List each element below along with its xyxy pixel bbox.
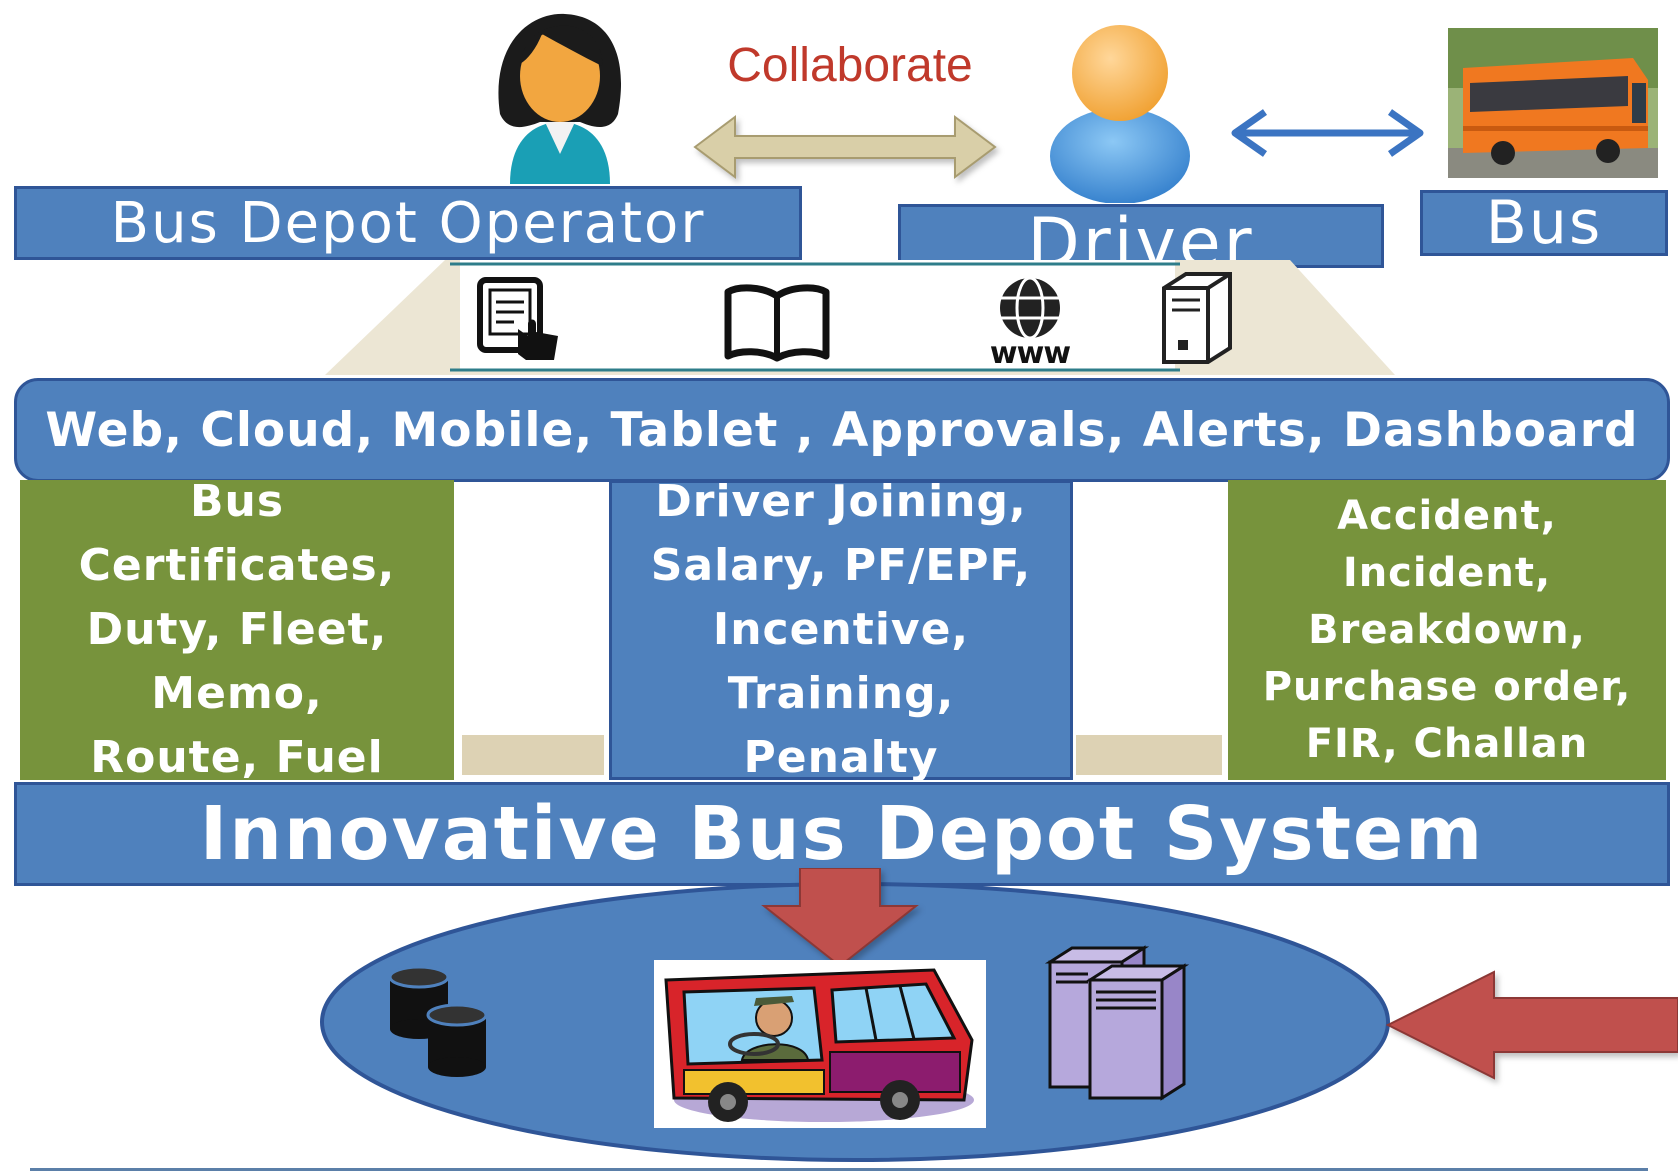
www-label: www [989, 336, 1071, 371]
bus-driver-illustration [654, 960, 986, 1128]
driver-bus-double-arrow-icon [1231, 109, 1424, 157]
top-section: Collaborate [0, 0, 1678, 270]
bottom-divider [30, 1168, 1648, 1171]
bus-module-text: Bus Certificates, Duty, Fleet, Memo, Rou… [78, 476, 396, 783]
down-arrow-icon [761, 868, 919, 968]
bus-text: Bus [1485, 188, 1603, 258]
operator-avatar-icon [498, 13, 622, 184]
left-arrow-icon [1385, 970, 1678, 1080]
document-touch-icon [477, 277, 558, 360]
server-tower-icon [1162, 272, 1232, 364]
driver-avatar-icon [1050, 25, 1190, 203]
platform-backdrop [325, 260, 1395, 775]
driver-label: Driver [898, 204, 1384, 268]
channel-icons: www [0, 270, 1678, 380]
bus-label: Bus [1420, 188, 1668, 258]
database-icon [388, 965, 488, 1077]
bus-depot-operator-label: Bus Depot Operator [14, 186, 802, 260]
channels-text: Web, Cloud, Mobile, Tablet , Approvals, … [45, 402, 1639, 458]
bus-depot-operator-text: Bus Depot Operator [110, 190, 706, 256]
bus-module-column: Bus Certificates, Duty, Fleet, Memo, Rou… [20, 476, 454, 783]
driver-text: Driver [1027, 204, 1255, 268]
server-rack-icon [1044, 945, 1189, 1101]
driver-module-column: Driver Joining, Salary, PF/EPF, Incentiv… [609, 476, 1073, 783]
incident-module-column: Accident, Incident, Breakdown, Purchase … [1228, 480, 1666, 780]
open-book-icon [724, 284, 830, 362]
globe-icon [1000, 276, 1060, 340]
collaborate-label: Collaborate [727, 39, 973, 92]
channels-bar: Web, Cloud, Mobile, Tablet , Approvals, … [14, 378, 1670, 482]
system-title-text: Innovative Bus Depot System [199, 791, 1485, 877]
driver-module-text: Driver Joining, Salary, PF/EPF, Incentiv… [650, 476, 1032, 783]
collaborate-double-arrow-icon [693, 115, 997, 179]
incident-module-text: Accident, Incident, Breakdown, Purchase … [1262, 492, 1632, 767]
bus-photo [1448, 28, 1658, 178]
